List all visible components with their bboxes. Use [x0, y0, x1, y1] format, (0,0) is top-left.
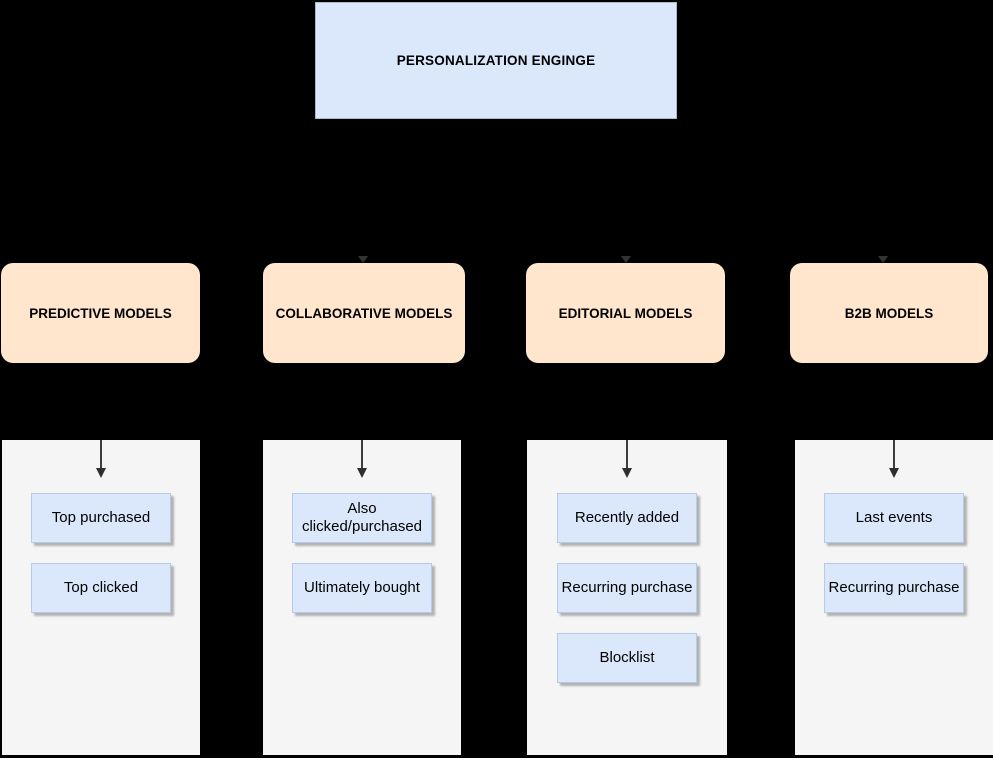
leaf-node-label: Recurring purchase [561, 579, 693, 596]
branch-node-collaborative-models: COLLABORATIVE MODELS [263, 263, 465, 363]
leaf-node-ultimately-bought: Ultimately bought [292, 563, 432, 613]
leaf-node-label: Top clicked [63, 579, 139, 596]
leaf-node-label: Recently added [574, 509, 680, 526]
branch-node-label: PREDICTIVE MODELS [29, 305, 172, 321]
arrow-head [96, 468, 106, 478]
leaf-node-label: Recurring purchase [828, 579, 960, 596]
panel-collaborative-models: Also clicked/purchased Ultimately bought [263, 440, 461, 755]
arrow-shaft [361, 440, 363, 468]
leaf-node-recently-added: Recently added [557, 493, 697, 543]
panel-b2b-models: Last events Recurring purchase [795, 440, 993, 755]
arrow-head [357, 468, 367, 478]
leaf-node-recurring-purchase: Recurring purchase [824, 563, 964, 613]
connector-arrowhead-icon [621, 256, 631, 263]
connector-arrowhead-icon [358, 256, 368, 263]
leaf-node-last-events: Last events [824, 493, 964, 543]
branch-node-editorial-models: EDITORIAL MODELS [526, 263, 725, 363]
leaf-node-label: Ultimately bought [304, 579, 420, 596]
leaf-node-top-clicked: Top clicked [31, 563, 171, 613]
leaf-node-top-purchased: Top purchased [31, 493, 171, 543]
leaf-node-blocklist: Blocklist [557, 633, 697, 683]
branch-node-b2b-models: B2B MODELS [790, 263, 988, 363]
panel-editorial-models: Recently added Recurring purchase Blockl… [527, 440, 727, 755]
branch-node-label: EDITORIAL MODELS [558, 305, 693, 321]
connector-arrowhead-icon [878, 256, 888, 263]
leaf-node-also-clicked-purchased: Also clicked/purchased [292, 493, 432, 543]
leaf-node-label: Last events [855, 509, 933, 526]
root-node-label: PERSONALIZATION ENGINGE [396, 53, 596, 68]
arrow-shaft [893, 440, 895, 468]
panel-predictive-models: Top purchased Top clicked [2, 440, 200, 755]
arrow-shaft [626, 440, 628, 468]
arrow-shaft [100, 440, 102, 468]
leaf-node-label: Top purchased [51, 509, 151, 526]
leaf-node-label: Also clicked/purchased [301, 500, 423, 535]
branch-node-label: COLLABORATIVE MODELS [275, 305, 453, 321]
branch-node-predictive-models: PREDICTIVE MODELS [1, 263, 200, 363]
leaf-node-label: Blocklist [599, 649, 655, 666]
leaf-node-recurring-purchase: Recurring purchase [557, 563, 697, 613]
branch-node-label: B2B MODELS [844, 305, 934, 321]
arrow-head [622, 468, 632, 478]
arrow-head [889, 468, 899, 478]
root-node-personalization-engine: PERSONALIZATION ENGINGE [315, 2, 677, 119]
